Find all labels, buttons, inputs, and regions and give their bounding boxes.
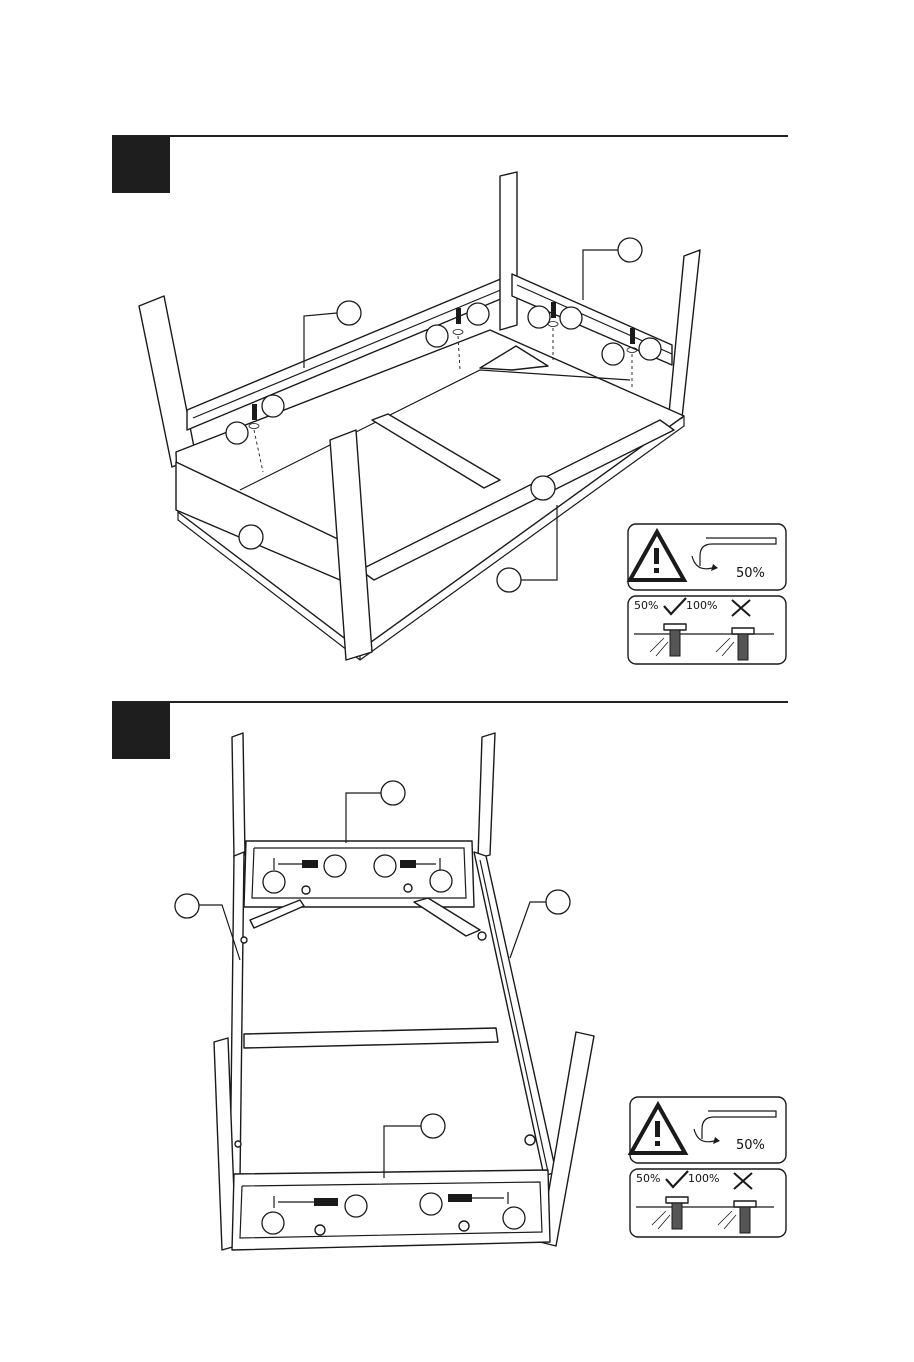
leg-back-right [500,172,517,330]
leg-back-right [478,733,495,858]
callout-bubble [175,894,199,918]
callout-bubble [239,525,263,549]
callout-bubble [503,1207,525,1229]
callout-bubble [262,1212,284,1234]
callout-bubble [263,871,285,893]
torque-label: 50% [736,1138,765,1153]
leg-far-right [668,250,700,424]
leg-back-left [232,733,245,858]
callout-bubble [226,422,248,444]
center-stretcher [244,1028,498,1048]
ok-torque-label: 50% [636,1172,660,1185]
callout-bubble [528,306,550,328]
callout-bubble [467,303,489,325]
ok-torque-label: 50% [634,599,658,612]
callout-bubble [430,870,452,892]
over-torque-label: 100% [686,599,717,612]
callout-bubble [618,238,642,262]
callout-bubble [420,1193,442,1215]
callout-bubble [262,395,284,417]
callout-bubble [546,890,570,914]
warning-card-step-2: 50% 50% 100% [630,1097,786,1237]
callout-bubble [497,568,521,592]
callout-bubble [337,301,361,325]
leg-left-front [139,296,196,467]
over-torque-label: 100% [688,1172,719,1185]
step-2-illustration [175,733,594,1250]
callout-bubble [345,1195,367,1217]
torque-label: 50% [736,566,765,581]
callout-bubble [426,325,448,347]
callout-bubble [602,343,624,365]
callout-bubble [324,855,346,877]
step-1-illustration [139,172,700,660]
callout-bubble [381,781,405,805]
callout-bubble [639,338,661,360]
callout-bubble [374,855,396,877]
warning-card-step-1: 50% 50% 100% [628,524,786,664]
callout-bubble [531,476,555,500]
callout-bubble [560,307,582,329]
rail-right [474,852,556,1176]
callout-bubble [421,1114,445,1138]
